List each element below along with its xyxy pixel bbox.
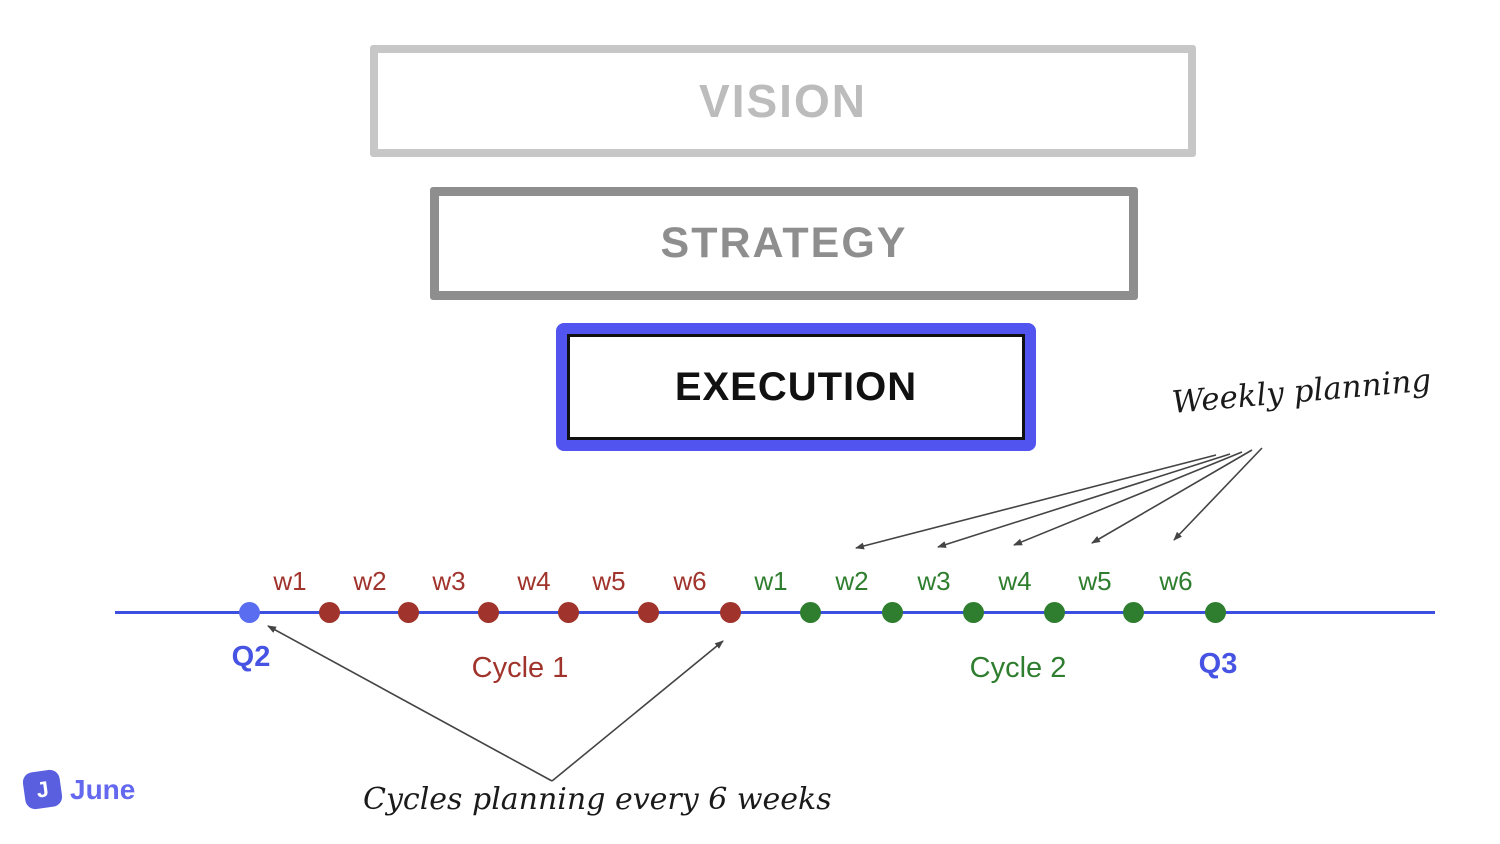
cycles-planning-arrow-right [551,640,724,782]
cycle1-week5-dot [638,602,659,623]
cycle1-week1-dot [319,602,340,623]
week-label-cycle2-w6: w6 [1159,566,1193,596]
june-logo-text: June [70,773,136,805]
cycle2-label: Cycle 2 [969,652,1067,684]
execution-label: EXECUTION [674,364,918,409]
weekly-planning-arrow-4 [1091,449,1253,544]
strategy-box: STRATEGY [430,187,1138,300]
week-label-cycle1-w2: w2 [353,566,387,596]
cycle2-week4-dot [1044,602,1065,623]
week-label-cycle1-w6: w6 [673,566,707,596]
timeline-line [115,611,1435,614]
june-logo-icon: J [21,768,64,811]
q3-label: Q3 [1198,648,1238,680]
cycle1-week3-dot [478,602,499,623]
week-label-cycle2-w1: w1 [754,566,788,596]
week-label-cycle1-w1: w1 [273,566,307,596]
week-label-cycle1-w4: w4 [517,566,551,596]
week-label-cycle1-w5: w5 [592,566,626,596]
cycle2-week1-dot [800,602,821,623]
cycle1-week6-dot [720,602,741,623]
execution-box-inner: EXECUTION [567,334,1025,440]
june-logo-letter: J [34,775,51,803]
quarter-dot-q2 [239,602,260,623]
weekly-planning-annotation: Weekly planning [1170,362,1433,421]
weekly-planning-arrow-5 [1173,447,1263,541]
week-label-cycle2-w5: w5 [1078,566,1112,596]
strategy-label: STRATEGY [660,219,908,267]
cycle1-label: Cycle 1 [471,652,569,684]
week-label-cycle2-w4: w4 [998,566,1032,596]
week-label-cycle2-w3: w3 [917,566,951,596]
cycle1-week4-dot [558,602,579,623]
cycle2-week6-dot [1205,602,1226,623]
cycle2-week3-dot [963,602,984,623]
cycles-planning-arrow-left [267,625,553,782]
week-label-cycle2-w2: w2 [835,566,869,596]
vision-box: VISION [370,45,1196,157]
q2-label: Q2 [231,641,271,673]
weekly-planning-arrow-3 [1013,451,1243,546]
week-label-cycle1-w3: w3 [432,566,466,596]
cycle2-week5-dot [1123,602,1144,623]
execution-box: EXECUTION [556,323,1036,451]
cycle2-week2-dot [882,602,903,623]
vision-label: VISION [699,75,867,127]
cycles-planning-annotation: Cycles planning every 6 weeks [363,782,832,817]
weekly-planning-arrow-2 [937,453,1231,548]
weekly-planning-arrow-1 [855,454,1217,550]
cycle1-week2-dot [398,602,419,623]
june-logo: J June [21,768,136,811]
